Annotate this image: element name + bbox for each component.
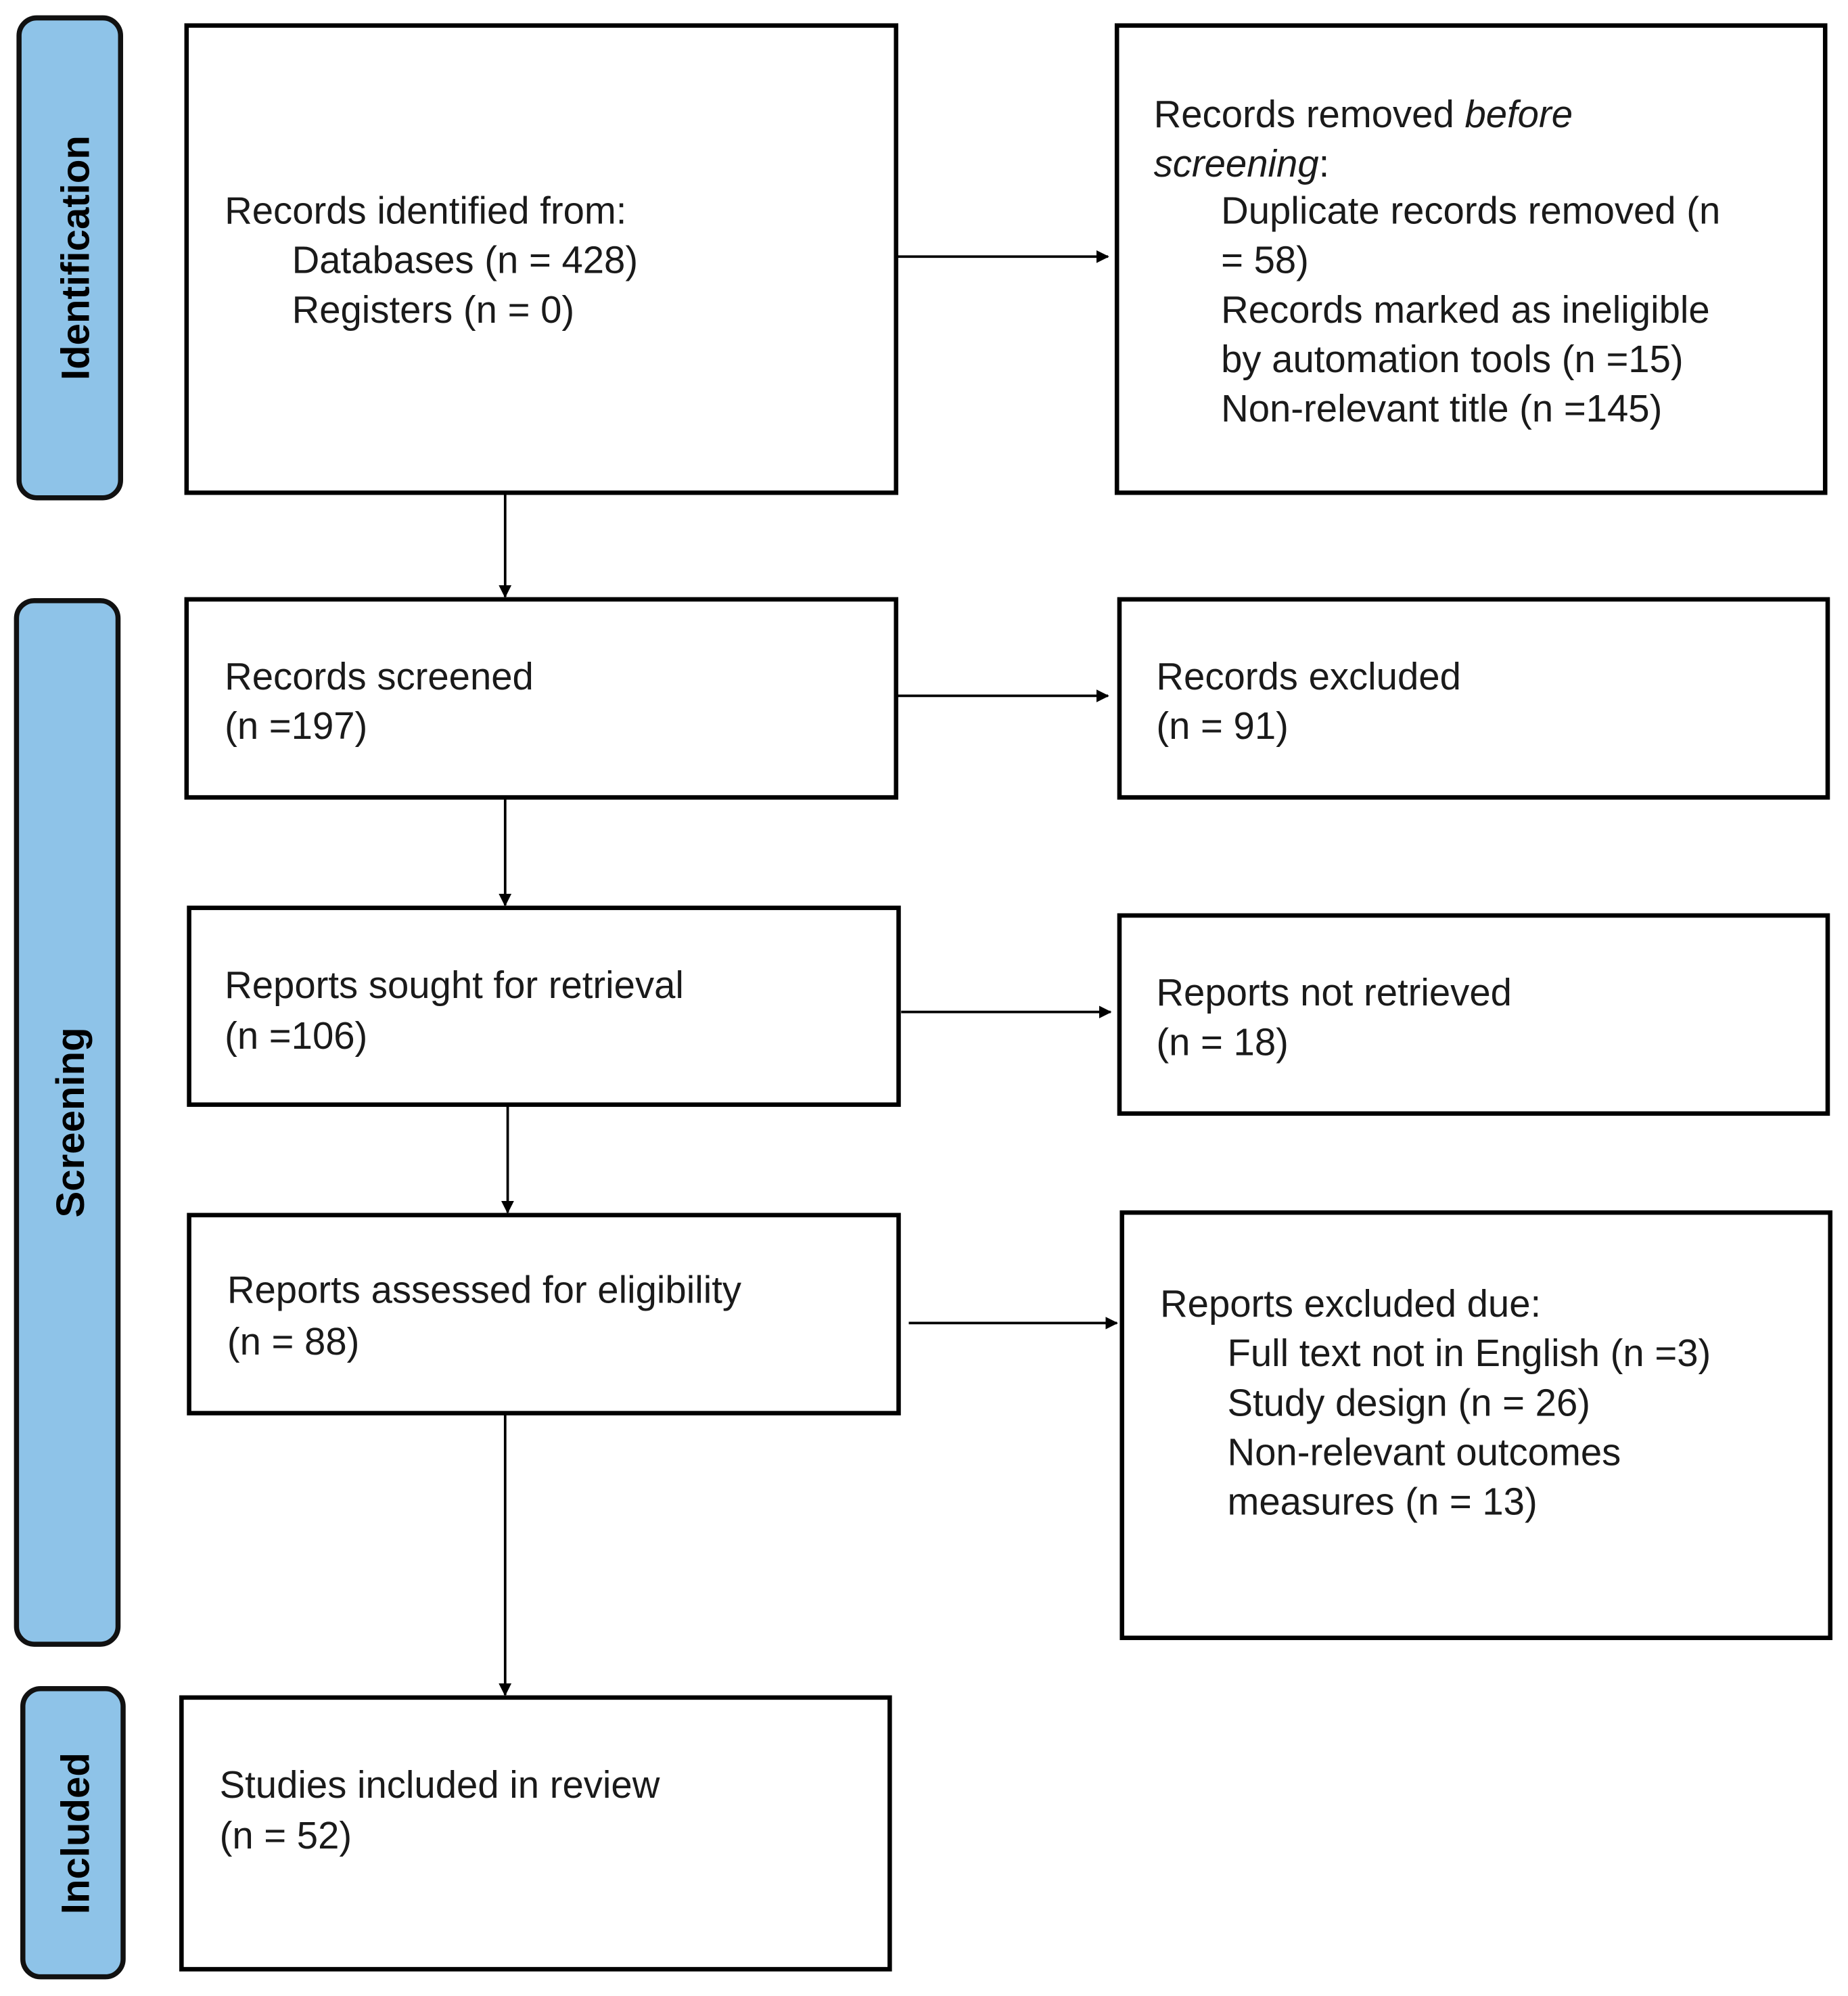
svg-text:Records identified from:: Records identified from:	[225, 189, 626, 231]
reports-excluded-box: Reports excluded due: Full text not in E…	[1119, 1210, 1833, 1640]
svg-text:screening:: screening:	[1154, 142, 1330, 185]
records-screened-box: Records screened (n =197)	[184, 597, 899, 800]
svg-text:(n = 18): (n = 18)	[1156, 1020, 1289, 1063]
reports-assessed-box: Reports assessed for eligibility (n = 88…	[187, 1212, 901, 1415]
records-excluded-box: Records excluded (n = 91)	[1117, 597, 1830, 800]
reports-sought-box: Reports sought for retrieval (n =106)	[187, 905, 901, 1107]
svg-text:Study design (n = 26): Study design (n = 26)	[1227, 1381, 1590, 1424]
svg-text:(n = 88): (n = 88)	[227, 1320, 360, 1363]
svg-text:Identification: Identification	[53, 135, 97, 380]
svg-text:(n =197): (n =197)	[225, 704, 367, 747]
svg-text:(n = 91): (n = 91)	[1156, 704, 1289, 747]
svg-text:Non-relevant outcomes: Non-relevant outcomes	[1227, 1431, 1621, 1474]
svg-text:(n = 52): (n = 52)	[220, 1814, 352, 1857]
svg-text:Reports not retrieved: Reports not retrieved	[1156, 971, 1512, 1014]
svg-text:Reports assessed for eligibili: Reports assessed for eligibility	[227, 1268, 742, 1311]
svg-text:Full text not in English (n =3: Full text not in English (n =3)	[1227, 1332, 1711, 1374]
svg-text:Reports sought for retrieval: Reports sought for retrieval	[225, 963, 684, 1006]
phase-included: Included	[20, 1685, 126, 1980]
records-identified-box: Records identified from: Databases (n = …	[184, 23, 899, 495]
svg-text:measures (n = 13): measures (n = 13)	[1227, 1480, 1537, 1523]
svg-text:Databases (n = 428): Databases (n = 428)	[292, 239, 639, 281]
svg-text:Records excluded: Records excluded	[1156, 655, 1461, 698]
svg-text:Screening: Screening	[49, 1027, 93, 1217]
svg-text:Registers (n = 0): Registers (n = 0)	[292, 288, 575, 331]
svg-text:Records removed before: Records removed before	[1154, 93, 1573, 135]
svg-text:by automation tools (n =15): by automation tools (n =15)	[1221, 338, 1684, 380]
svg-text:Reports excluded due:: Reports excluded due:	[1160, 1282, 1541, 1325]
reports-not-retrieved-box: Reports not retrieved (n = 18)	[1117, 913, 1830, 1116]
records-removed-box: Records removed before screening: Duplic…	[1114, 23, 1828, 495]
svg-text:Duplicate records removed (n: Duplicate records removed (n	[1221, 189, 1720, 231]
phase-identification: Identification	[16, 15, 124, 501]
svg-text:= 58): = 58)	[1221, 239, 1309, 281]
studies-included-box: Studies included in review (n = 52)	[179, 1695, 892, 1972]
svg-text:Included: Included	[53, 1752, 97, 1914]
phase-screening: Screening	[14, 597, 121, 1647]
svg-text:(n =106): (n =106)	[225, 1014, 367, 1057]
svg-text:Records screened: Records screened	[225, 655, 534, 698]
svg-text:Studies included in review: Studies included in review	[220, 1763, 660, 1806]
svg-text:Non-relevant title (n =145): Non-relevant title (n =145)	[1221, 387, 1662, 430]
svg-text:Records marked as ineligible: Records marked as ineligible	[1221, 288, 1710, 331]
